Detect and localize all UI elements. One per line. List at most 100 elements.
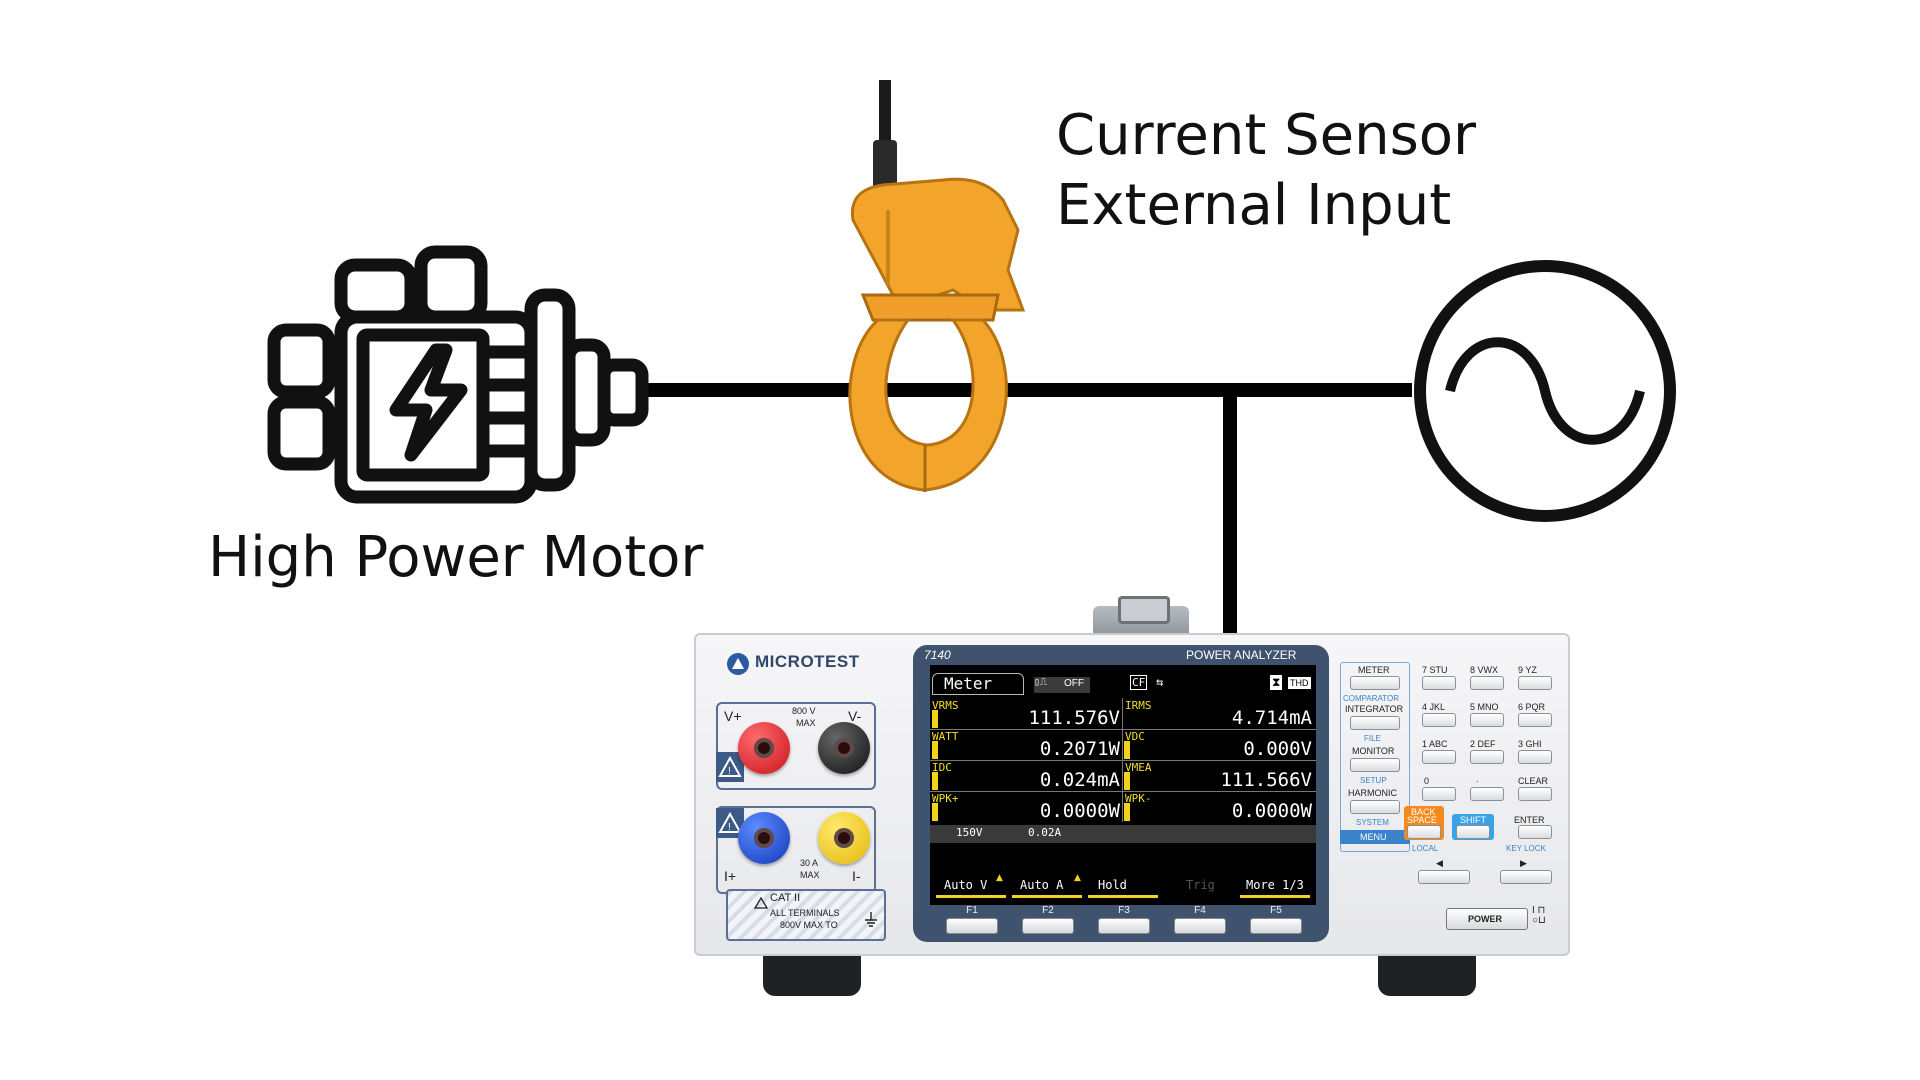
key-6[interactable] xyxy=(1518,713,1552,727)
key-1-label: 1 ABC xyxy=(1422,739,1448,749)
left-arrow-button[interactable] xyxy=(1418,870,1470,884)
harmonic-button[interactable] xyxy=(1350,800,1400,814)
power-label: POWER xyxy=(1468,914,1503,924)
f1-button[interactable] xyxy=(946,918,998,934)
f3-button[interactable] xyxy=(1098,918,1150,934)
comparator-label: COMPARATOR xyxy=(1343,694,1400,703)
right-foot xyxy=(1378,954,1476,996)
current-rating-1: 30 A xyxy=(800,858,819,868)
enter-button[interactable] xyxy=(1518,825,1552,839)
key-4[interactable] xyxy=(1422,713,1456,727)
safety-line1: ALL TERMINALS xyxy=(770,908,840,918)
model-number: 7140 xyxy=(924,648,951,662)
softkey-auto-v[interactable]: Auto V xyxy=(944,878,988,892)
f2-button[interactable] xyxy=(1022,918,1074,934)
key-1[interactable] xyxy=(1422,750,1456,764)
softkey-underline xyxy=(1012,895,1082,898)
left-foot xyxy=(763,954,861,996)
reading-name: VRMS xyxy=(932,699,959,712)
key-5-label: 5 MNO xyxy=(1470,702,1499,712)
f5-button[interactable] xyxy=(1250,918,1302,934)
v-minus-jack[interactable] xyxy=(818,722,870,774)
menu-group xyxy=(1340,662,1410,852)
mode-label: Meter xyxy=(944,674,993,693)
voltage-rating-1: 800 V xyxy=(792,706,816,716)
power-button[interactable] xyxy=(1446,908,1528,930)
right-arrow-button[interactable] xyxy=(1500,870,1552,884)
meter-label: METER xyxy=(1358,665,1390,675)
f4-button[interactable] xyxy=(1174,918,1226,934)
readings-grid: VRMS 111.576V IRMS 4.714mA WATT 0.2071W … xyxy=(930,698,1316,822)
clear-button[interactable] xyxy=(1518,787,1552,801)
key-dot-label: . xyxy=(1476,774,1479,784)
range-bar xyxy=(930,825,1316,843)
mode-tab xyxy=(932,673,1024,695)
brand-logo-icon xyxy=(727,653,749,675)
key-4-label: 4 JKL xyxy=(1422,702,1446,712)
svg-text:!: ! xyxy=(728,822,731,833)
integrator-status xyxy=(1034,677,1090,693)
key-7[interactable] xyxy=(1422,676,1456,690)
auto-v-arrow-icon: ▲ xyxy=(996,873,1003,883)
key-dot[interactable] xyxy=(1470,787,1504,801)
softkey-underline xyxy=(936,895,1006,898)
shift-label: SHIFT xyxy=(1460,815,1486,825)
i-minus-label: I- xyxy=(852,868,861,884)
backspace-button[interactable] xyxy=(1407,825,1441,839)
current-range: 0.02A xyxy=(1028,826,1062,839)
cat-rating: CAT II xyxy=(770,892,801,904)
auto-a-arrow-icon: ▲ xyxy=(1074,873,1081,883)
reading-value: 4.714mA xyxy=(1231,707,1312,729)
key-9[interactable] xyxy=(1518,676,1552,690)
monitor-button[interactable] xyxy=(1350,758,1400,772)
reading-name: IDC xyxy=(932,761,952,774)
backspace-label-1: BACK xyxy=(1411,807,1436,817)
reading-bar xyxy=(932,772,938,790)
i-plus-jack[interactable] xyxy=(738,812,790,864)
f5-label: F5 xyxy=(1270,905,1282,916)
usb-icon: ⇆ xyxy=(1156,675,1164,689)
f1-label: F1 xyxy=(966,905,978,916)
softkey-hold[interactable]: Hold xyxy=(1098,878,1127,892)
hourglass-icon: ⧗ xyxy=(1270,675,1283,690)
v-minus-label: V- xyxy=(848,708,862,724)
softkey-underline xyxy=(1088,895,1158,898)
reading-name: WPK- xyxy=(1125,792,1152,805)
key-3[interactable] xyxy=(1518,750,1552,764)
key-8[interactable] xyxy=(1470,676,1504,690)
softkey-auto-a[interactable]: Auto A xyxy=(1020,878,1064,892)
reading-bar xyxy=(1124,803,1130,821)
voltage-rating-2: MAX xyxy=(796,718,816,728)
integrator-button[interactable] xyxy=(1350,716,1400,730)
local-label: LOCAL xyxy=(1412,844,1439,853)
meter-button[interactable] xyxy=(1350,676,1400,690)
key-2[interactable] xyxy=(1470,750,1504,764)
enter-label: ENTER xyxy=(1514,815,1545,825)
monitor-label: MONITOR xyxy=(1352,746,1395,756)
reading-name: VMEA xyxy=(1125,761,1152,774)
clear-label: CLEAR xyxy=(1518,776,1549,786)
key-0[interactable] xyxy=(1422,787,1456,801)
current-rating-2: MAX xyxy=(800,870,820,880)
safety-warning-icon xyxy=(753,894,769,913)
v-plus-jack[interactable] xyxy=(738,722,790,774)
setup-label: SETUP xyxy=(1360,776,1387,785)
reading-name: VDC xyxy=(1125,730,1145,743)
reading-bar xyxy=(932,803,938,821)
motor-icon xyxy=(267,245,649,504)
reading-bar xyxy=(932,741,938,759)
i-minus-jack[interactable] xyxy=(818,812,870,864)
keylock-label: KEY LOCK xyxy=(1506,844,1546,853)
reading-bar xyxy=(1124,772,1130,790)
reading-value: 0.0000W xyxy=(1231,800,1312,822)
softkey-more[interactable]: More 1/3 xyxy=(1246,878,1304,892)
shift-button[interactable] xyxy=(1456,825,1490,839)
file-label: FILE xyxy=(1364,734,1381,743)
softkey-underline xyxy=(1240,895,1310,898)
reading-value: 111.566V xyxy=(1220,769,1312,791)
key-5[interactable] xyxy=(1470,713,1504,727)
reading-bar xyxy=(1124,741,1130,759)
voltage-range: 150V xyxy=(956,826,983,839)
f2-label: F2 xyxy=(1042,905,1054,916)
softkey-trig[interactable]: Trig xyxy=(1186,878,1215,892)
